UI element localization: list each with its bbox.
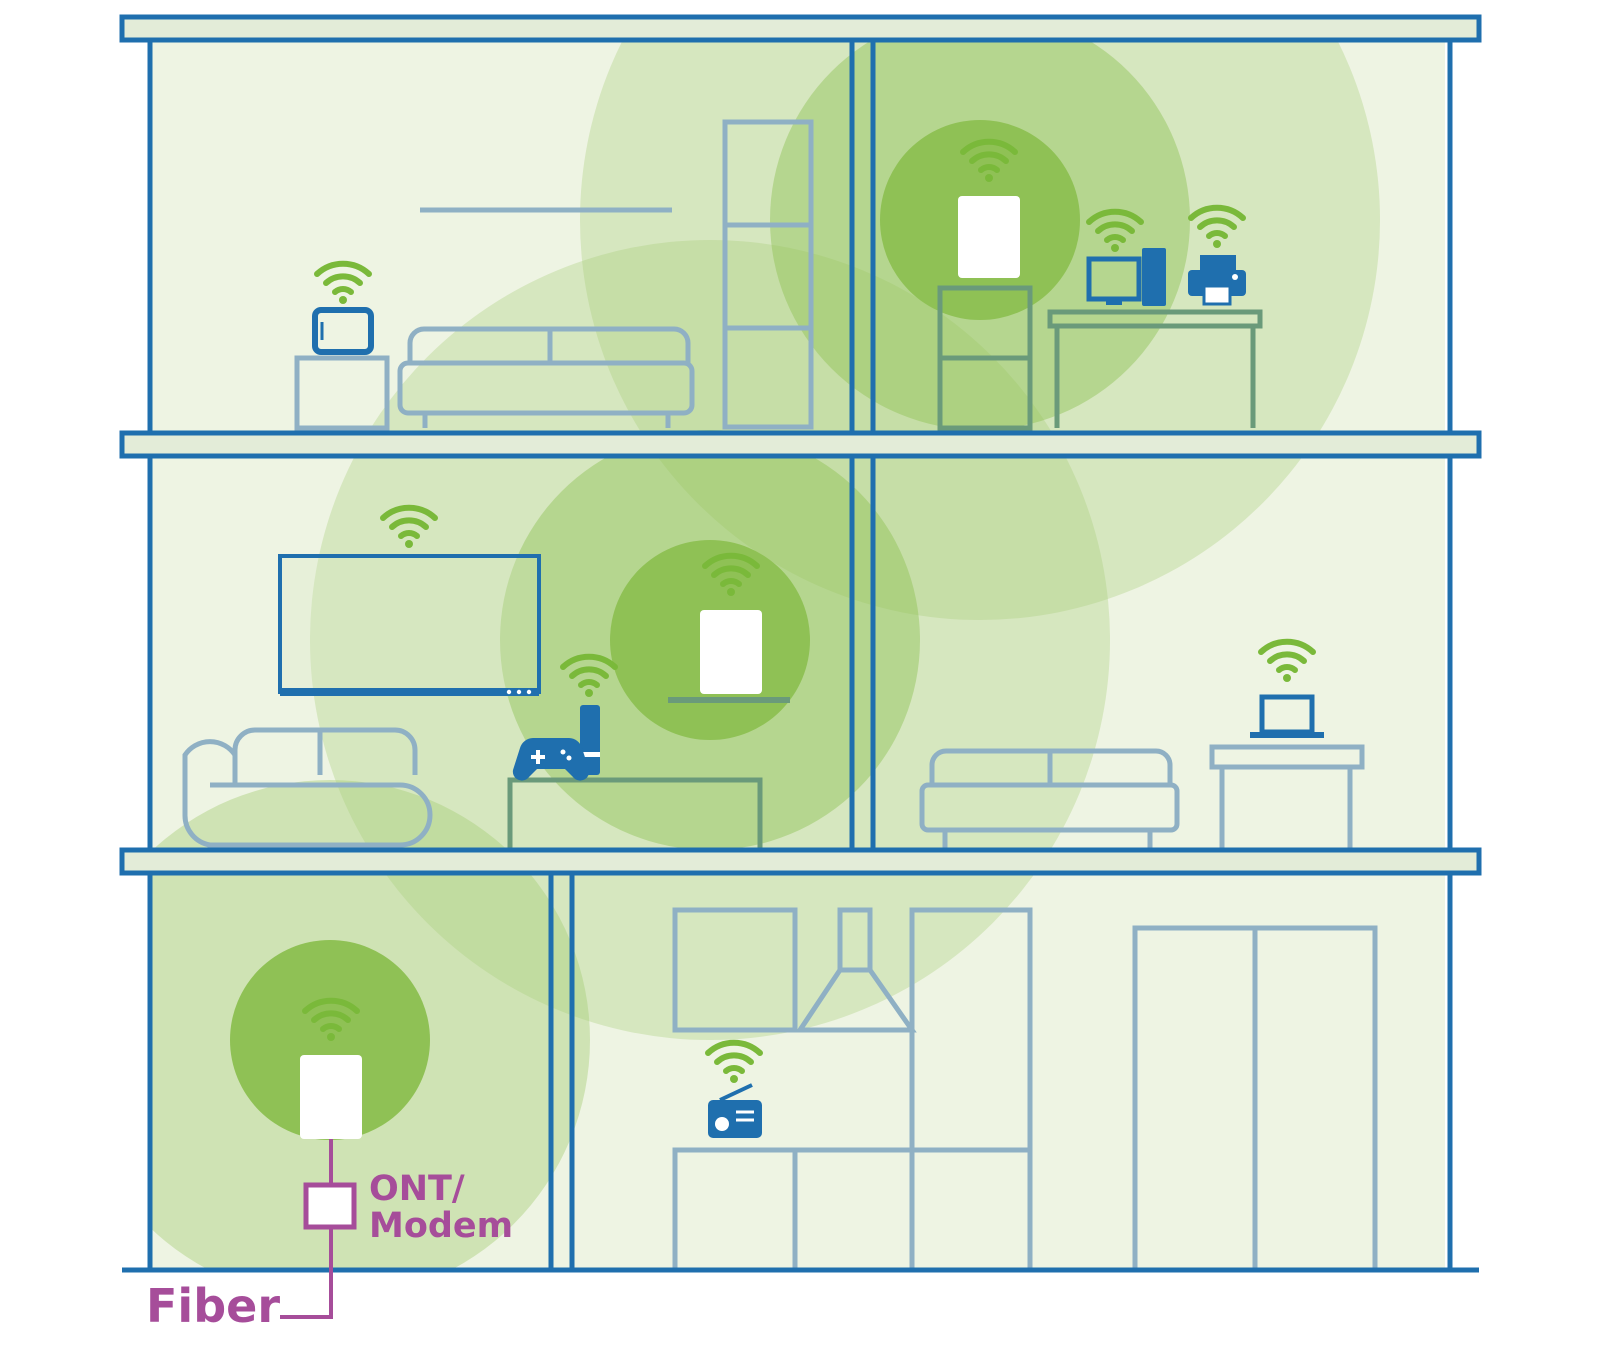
ont-label: ONT/ bbox=[369, 1169, 465, 1209]
floor-1 bbox=[119, 847, 1482, 876]
side-table bbox=[294, 355, 390, 431]
desktop-computer-icon bbox=[1086, 248, 1166, 306]
television-icon bbox=[278, 554, 541, 696]
access-points bbox=[300, 142, 1020, 1139]
furniture bbox=[182, 119, 1378, 1273]
radio-icon bbox=[708, 1083, 762, 1138]
walls bbox=[119, 14, 1482, 1273]
coverage-outer bbox=[580, 40, 1380, 620]
bookcase bbox=[722, 119, 814, 430]
side-table bbox=[1209, 744, 1365, 850]
printer-icon bbox=[1188, 255, 1246, 306]
desk bbox=[1047, 309, 1263, 428]
roof bbox=[119, 14, 1482, 43]
fiber-line bbox=[280, 1227, 333, 1319]
sofa bbox=[919, 748, 1180, 850]
laptop-icon bbox=[1250, 694, 1324, 738]
tablet-icon bbox=[312, 307, 374, 355]
modem-label: Modem bbox=[369, 1206, 513, 1246]
mesh-access-point-icon bbox=[700, 610, 762, 694]
sofa bbox=[397, 326, 695, 428]
mesh-access-point-icon bbox=[300, 1055, 362, 1139]
mesh-access-point-icon bbox=[958, 196, 1020, 278]
fiber-label: Fiber bbox=[146, 1279, 280, 1333]
ont-modem-box bbox=[303, 1182, 357, 1230]
client-devices bbox=[278, 208, 1324, 1138]
fiber-connection: ONT/ Modem Fiber bbox=[146, 1139, 513, 1333]
floor-2 bbox=[119, 430, 1482, 459]
game-controller-icon bbox=[512, 705, 600, 781]
